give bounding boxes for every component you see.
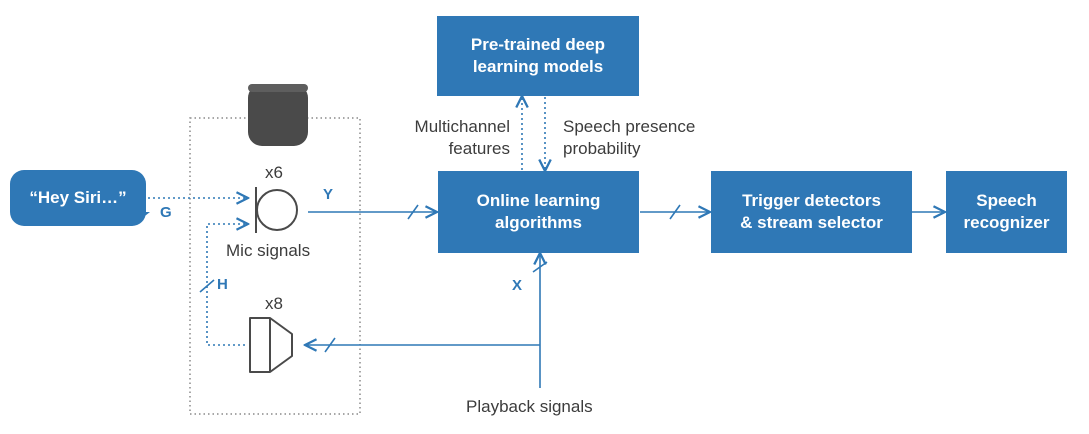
trigger-detectors-label: Trigger detectors & stream selector <box>740 191 883 232</box>
smart-speaker-icon <box>248 84 308 146</box>
device-enclosure <box>189 117 361 415</box>
speaker-count-label: x8 <box>265 294 283 313</box>
microphone-icon <box>255 187 298 233</box>
speech-presence-label: Speech presence probability <box>563 117 696 158</box>
pretrained-models-box: Pre-trained deep learning models <box>437 16 639 96</box>
multichannel-features-label: Multichannel features <box>414 117 510 158</box>
speech-recognizer-box: Speech recognizer <box>946 171 1067 253</box>
online-learning-box: Online learning algorithms <box>438 171 639 253</box>
signal-x-label: X <box>512 277 523 294</box>
mic-signals-label: Mic signals <box>226 241 311 260</box>
signal-g-label: G <box>160 204 172 221</box>
speech-recognizer-label: Speech recognizer <box>963 191 1050 232</box>
trigger-detectors-box: Trigger detectors & stream selector <box>711 171 912 253</box>
speech-bubble: “Hey Siri…” <box>10 170 146 226</box>
speech-bubble-text: “Hey Siri…” <box>29 188 127 207</box>
signal-y-label: Y <box>323 186 334 203</box>
playback-signals-label: Playback signals <box>466 397 593 416</box>
online-learning-label: Online learning algorithms <box>476 191 601 232</box>
mic-count-label: x6 <box>265 163 283 182</box>
signal-h-label: H <box>217 276 228 293</box>
loudspeaker-icon <box>249 317 293 373</box>
pretrained-models-label: Pre-trained deep learning models <box>470 35 606 76</box>
